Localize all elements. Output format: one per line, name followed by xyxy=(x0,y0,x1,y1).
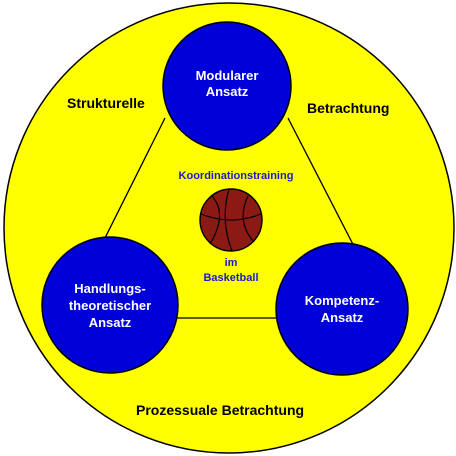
basketball-seam-horizontal xyxy=(200,213,262,221)
label-strukturelle: Strukturelle xyxy=(67,95,145,111)
node-kompetenz-line1: Kompetenz- xyxy=(305,293,379,308)
node-handlungs-line1: Handlungs- xyxy=(74,281,146,296)
basketball-seam-left xyxy=(209,195,221,245)
node-handlungs-line2: theoretischer xyxy=(69,298,151,313)
node-kompetenz-ansatz-circle xyxy=(275,242,409,376)
node-modularer-ansatz-line1: Modularer xyxy=(196,68,259,83)
center-title: Koordinationstraining xyxy=(179,170,294,182)
label-betrachtung: Betrachtung xyxy=(307,100,389,116)
node-handlungstheoretischer-ansatz: Handlungs- theoretischer Ansatz xyxy=(41,236,179,374)
label-prozessuale-betrachtung: Prozessuale Betrachtung xyxy=(136,402,304,418)
node-handlungs-line3: Ansatz xyxy=(89,315,132,330)
node-kompetenz-line2: Ansatz xyxy=(321,310,364,325)
node-handlungstheoretischer-ansatz-circle xyxy=(41,236,179,374)
connector-top-left xyxy=(94,117,166,259)
basketball-icon xyxy=(199,188,263,252)
node-modularer-ansatz-line2: Ansatz xyxy=(206,84,249,99)
center-line-im: im xyxy=(225,257,238,269)
node-modularer-ansatz: Modularer Ansatz xyxy=(162,21,292,151)
basketball-seam-vertical xyxy=(224,188,233,252)
connector-top-right xyxy=(287,117,361,259)
basketball-seam-right xyxy=(242,195,255,243)
center-line-basketball: Basketball xyxy=(203,272,258,284)
node-modularer-ansatz-circle xyxy=(162,21,292,151)
node-kompetenz-ansatz: Kompetenz- Ansatz xyxy=(275,242,409,376)
